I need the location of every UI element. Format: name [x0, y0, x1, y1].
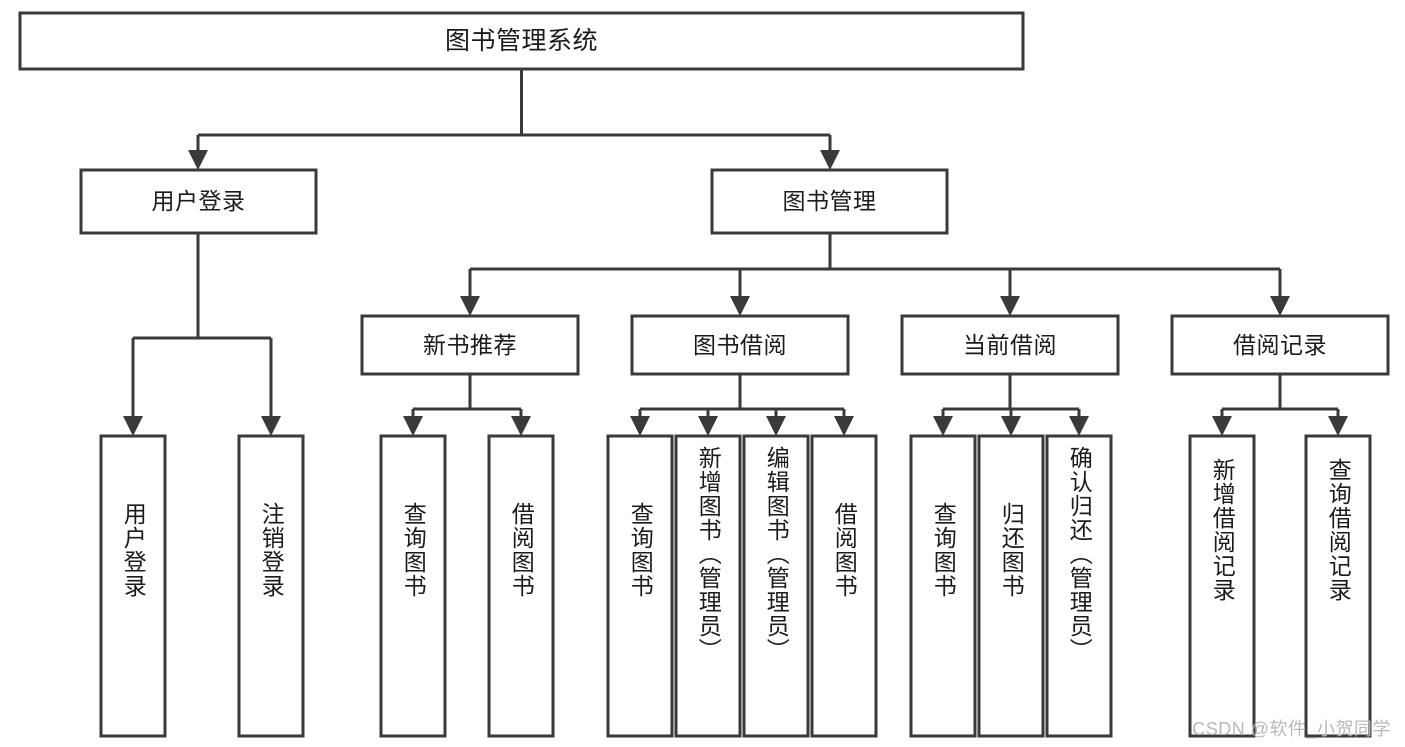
node-box-book-manage[interactable] — [710, 168, 949, 235]
node-box-leaf-edit-book[interactable] — [742, 434, 810, 738]
node-box-leaf-add-book[interactable] — [674, 434, 742, 738]
arrow-head-leaf-confirm-return — [1069, 416, 1089, 436]
node-box-leaf-add-record[interactable] — [1188, 434, 1256, 738]
node-label-current-borrow: 当前借阅 — [963, 331, 1057, 358]
node-box-leaf-logout-login[interactable] — [237, 434, 305, 738]
node-box-leaf-query-book-1[interactable] — [379, 434, 447, 738]
arrow-head-borrow-record — [1270, 296, 1290, 316]
arrow-head-leaf-edit-book — [766, 416, 786, 436]
node-label-borrow-record: 借阅记录 — [1233, 331, 1327, 358]
connector-group-book-manage — [460, 233, 1290, 316]
connector-group-root — [188, 69, 840, 170]
node-box-leaf-query-record[interactable] — [1304, 434, 1372, 738]
node-label-leaf-query-book-2: 查询图书 — [627, 502, 654, 598]
node-label-new-book-recommend: 新书推荐 — [423, 331, 517, 358]
node-label-book-manage: 图书管理 — [782, 188, 877, 215]
arrow-head-new-book-recommend — [460, 296, 480, 316]
node-box-leaf-return-book[interactable] — [977, 434, 1045, 738]
node-label-leaf-query-book-1: 查询图书 — [400, 502, 427, 598]
node-box-new-book-recommend[interactable] — [360, 314, 580, 376]
node-label-leaf-add-book: 新增图书（管理员） — [695, 446, 722, 662]
arrow-head-current-borrow — [1000, 296, 1020, 316]
node-box-borrow-record[interactable] — [1170, 314, 1390, 376]
node-box-leaf-query-book-3[interactable] — [909, 434, 977, 738]
connector-group-new-book-recommend — [403, 374, 531, 436]
connector-group-book-borrow — [630, 374, 854, 436]
node-label-leaf-logout-login: 注销登录 — [258, 502, 285, 598]
arrow-head-book-manage — [820, 150, 840, 170]
arrow-head-leaf-user-login — [123, 416, 143, 436]
arrow-head-leaf-borrow-book-2 — [834, 416, 854, 436]
arrow-head-leaf-return-book — [1001, 416, 1021, 436]
arrow-head-leaf-logout-login — [261, 416, 281, 436]
node-label-root: 图书管理系统 — [444, 26, 598, 55]
connector-group-user-login — [123, 233, 281, 436]
arrow-head-user-login — [188, 150, 208, 170]
node-label-leaf-add-record: 新增借阅记录 — [1209, 458, 1236, 602]
node-box-leaf-confirm-return[interactable] — [1045, 434, 1113, 738]
node-box-root[interactable] — [18, 11, 1025, 71]
node-box-leaf-query-book-2[interactable] — [606, 434, 674, 738]
node-box-leaf-borrow-book-2[interactable] — [810, 434, 878, 738]
arrow-head-leaf-add-book — [698, 416, 718, 436]
node-label-book-borrow: 图书借阅 — [693, 331, 787, 358]
node-label-leaf-query-record: 查询借阅记录 — [1325, 458, 1352, 602]
arrow-head-book-borrow — [730, 296, 750, 316]
node-box-leaf-user-login[interactable] — [99, 434, 167, 738]
arrow-head-leaf-add-record — [1212, 416, 1232, 436]
arrow-head-leaf-query-record — [1328, 416, 1348, 436]
node-label-leaf-return-book: 归还图书 — [998, 502, 1025, 598]
arrow-head-leaf-borrow-book-1 — [511, 416, 531, 436]
connector-group-current-borrow — [933, 374, 1089, 436]
arrow-head-leaf-query-book-2 — [630, 416, 650, 436]
node-label-user-login: 用户登录 — [151, 188, 246, 215]
node-label-leaf-borrow-book-2: 借阅图书 — [831, 502, 858, 598]
node-label-leaf-user-login: 用户登录 — [120, 502, 147, 598]
node-box-leaf-borrow-book-1[interactable] — [487, 434, 555, 738]
connector-group-borrow-record — [1212, 374, 1348, 436]
node-box-user-login[interactable] — [79, 168, 318, 235]
node-box-book-borrow[interactable] — [630, 314, 850, 376]
node-label-leaf-query-book-3: 查询图书 — [930, 502, 957, 598]
watermark-text: CSDN @软件_小贺同学 — [1192, 719, 1391, 739]
node-label-leaf-edit-book: 编辑图书（管理员） — [763, 446, 790, 662]
node-label-leaf-confirm-return: 确认归还（管理员） — [1066, 446, 1093, 662]
node-label-leaf-borrow-book-1: 借阅图书 — [508, 502, 535, 598]
arrow-head-leaf-query-book-3 — [933, 416, 953, 436]
node-box-current-borrow[interactable] — [900, 314, 1120, 376]
arrow-head-leaf-query-book-1 — [403, 416, 423, 436]
